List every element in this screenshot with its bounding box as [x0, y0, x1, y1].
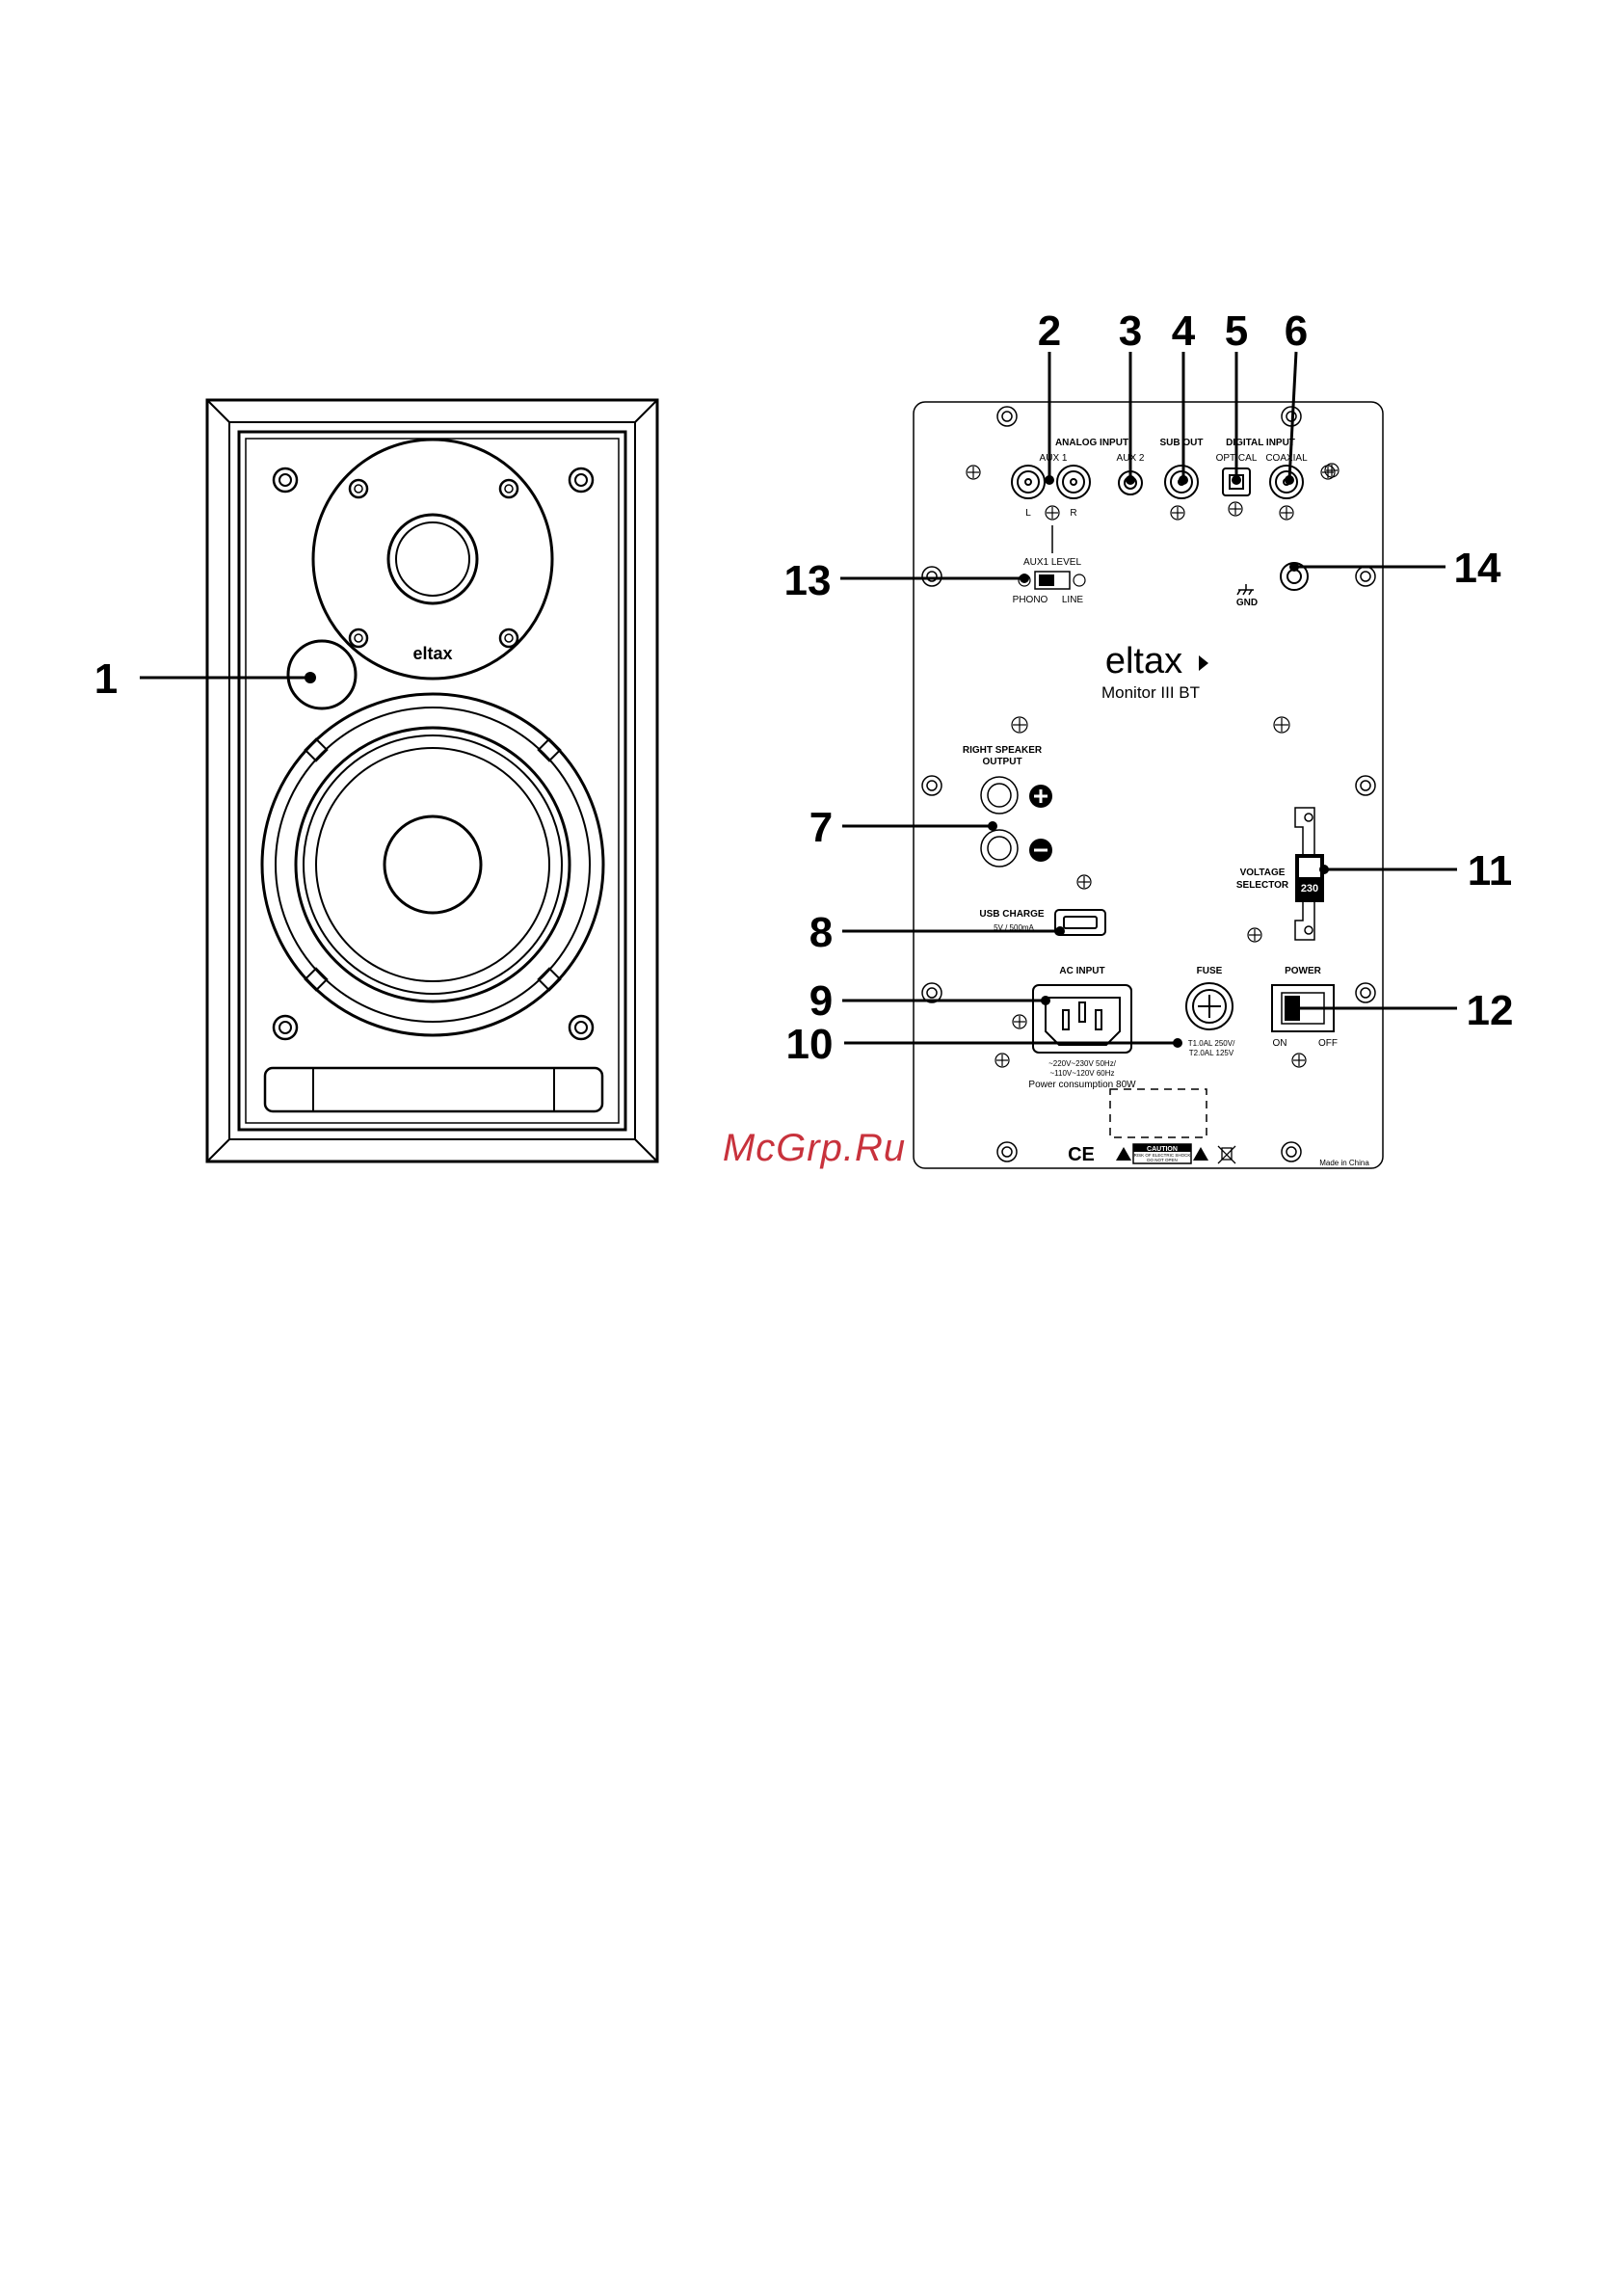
ac-input-label: AC INPUT: [1059, 966, 1104, 976]
speaker-terminal-positive[interactable]: [980, 776, 1019, 814]
callout-10: 10: [786, 1021, 834, 1068]
fuse-holder[interactable]: [1185, 982, 1233, 1030]
power-off-label: OFF: [1318, 1038, 1338, 1049]
screw-icon: [272, 1014, 299, 1041]
fuse-label: FUSE: [1197, 966, 1223, 976]
svg-text:DO NOT OPEN: DO NOT OPEN: [1147, 1158, 1177, 1162]
panel-screws: [921, 406, 1376, 1162]
callout-13: 13: [784, 557, 832, 604]
ac-input-socket[interactable]: [1032, 984, 1132, 1054]
ground-symbol-icon: [1236, 584, 1254, 596]
bass-reflex-port: [286, 639, 358, 710]
ac-spec-line-1: ~220V~230V 50Hz/: [1048, 1059, 1117, 1068]
bottom-slot: [263, 1066, 604, 1113]
callout-6: 6: [1285, 307, 1308, 355]
callout-4: 4: [1172, 307, 1196, 355]
analog-input-label: ANALOG INPUT: [1055, 438, 1128, 448]
callout-2: 2: [1038, 307, 1061, 355]
callout-3: 3: [1119, 307, 1142, 355]
power-label: POWER: [1285, 966, 1322, 976]
left-channel-label: L: [1025, 508, 1031, 519]
back-panel: ANALOG INPUT AUX 1 AUX 2 L R SUB OUT DIG…: [913, 401, 1384, 1169]
callout-7: 7: [809, 804, 833, 851]
back-brand-logo: eltax: [1105, 641, 1182, 681]
screw-icon: [272, 467, 299, 494]
plus-icon: [1029, 785, 1052, 808]
svg-text:CAUTION: CAUTION: [1147, 1146, 1178, 1153]
warning-triangle-icon: [1116, 1147, 1131, 1161]
power-consumption-label: Power consumption 80W: [1028, 1080, 1136, 1090]
screw-icon: [568, 467, 595, 494]
model-name: Monitor III BT: [1101, 683, 1200, 702]
right-channel-label: R: [1070, 508, 1076, 519]
front-brand-logo: eltax: [412, 644, 452, 663]
callout-5: 5: [1225, 307, 1248, 355]
callout-12: 12: [1467, 987, 1514, 1034]
woofer: [260, 692, 605, 1037]
aux1-right-rca-jack[interactable]: [1056, 465, 1091, 499]
ce-mark: CE: [1068, 1144, 1095, 1165]
cross-screws: [966, 463, 1339, 1068]
right-speaker-output-label: RIGHT SPEAKER: [963, 745, 1043, 756]
serial-label-area: [1109, 1088, 1207, 1138]
aux1-level-label: AUX1 LEVEL: [1023, 557, 1081, 568]
voltage-selector-label-2: SELECTOR: [1236, 880, 1289, 891]
fuse-spec-line-1: T1.0AL 250V/: [1188, 1039, 1235, 1048]
callout-9: 9: [809, 977, 833, 1025]
digital-input-label: DIGITAL INPUT: [1226, 438, 1295, 448]
usb-charge-label: USB CHARGE: [979, 909, 1045, 920]
aux1-label: AUX 1: [1040, 453, 1068, 464]
callouts: 2 3 4 5 6 7 8 9 10 11 12 13 14: [784, 307, 1514, 1068]
caution-box: CAUTION RISK OF ELECTRIC SHOCK DO NOT OP…: [1132, 1143, 1192, 1164]
gnd-label: GND: [1236, 598, 1258, 608]
watermark: McGrp.Ru: [723, 1127, 906, 1169]
callout-11: 11: [1468, 847, 1513, 894]
voltage-selector-label: VOLTAGE: [1240, 868, 1286, 878]
sub-out-label: SUB OUT: [1160, 438, 1204, 448]
made-in-label: Made in China: [1319, 1159, 1369, 1167]
usb-spec-label: 5V / 500mA: [994, 923, 1034, 932]
voltage-value: 230: [1301, 883, 1318, 894]
voltage-selector-bracket: [1294, 807, 1315, 941]
coaxial-label: COAXIAL: [1265, 453, 1308, 464]
ac-spec-line-2: ~110V~120V 60Hz: [1049, 1069, 1114, 1078]
usb-charge-port[interactable]: [1054, 909, 1106, 936]
warning-triangle-icon: [1193, 1147, 1208, 1161]
callout-8: 8: [809, 909, 833, 956]
aux1-left-rca-jack[interactable]: [1011, 465, 1046, 499]
weee-bin-icon: [1217, 1145, 1236, 1164]
right-speaker-output-label-2: OUTPUT: [982, 757, 1021, 767]
aux1-level-switch[interactable]: [1018, 571, 1086, 590]
front-view: eltax 1: [94, 398, 659, 1163]
callout-1: 1: [94, 655, 118, 703]
callout-14: 14: [1454, 545, 1501, 592]
voltage-selector-switch[interactable]: 230: [1295, 854, 1324, 902]
line-label: LINE: [1062, 595, 1084, 605]
power-on-label: ON: [1273, 1038, 1287, 1049]
phono-label: PHONO: [1013, 595, 1048, 605]
brand-arrow-icon: [1199, 655, 1208, 671]
fuse-spec-line-2: T2.0AL 125V: [1189, 1049, 1234, 1057]
tweeter: eltax: [311, 438, 554, 681]
speaker-terminal-negative[interactable]: [980, 829, 1019, 868]
svg-text:RISK OF ELECTRIC SHOCK: RISK OF ELECTRIC SHOCK: [1134, 1153, 1191, 1158]
minus-icon: [1029, 839, 1052, 862]
screw-icon: [568, 1014, 595, 1041]
